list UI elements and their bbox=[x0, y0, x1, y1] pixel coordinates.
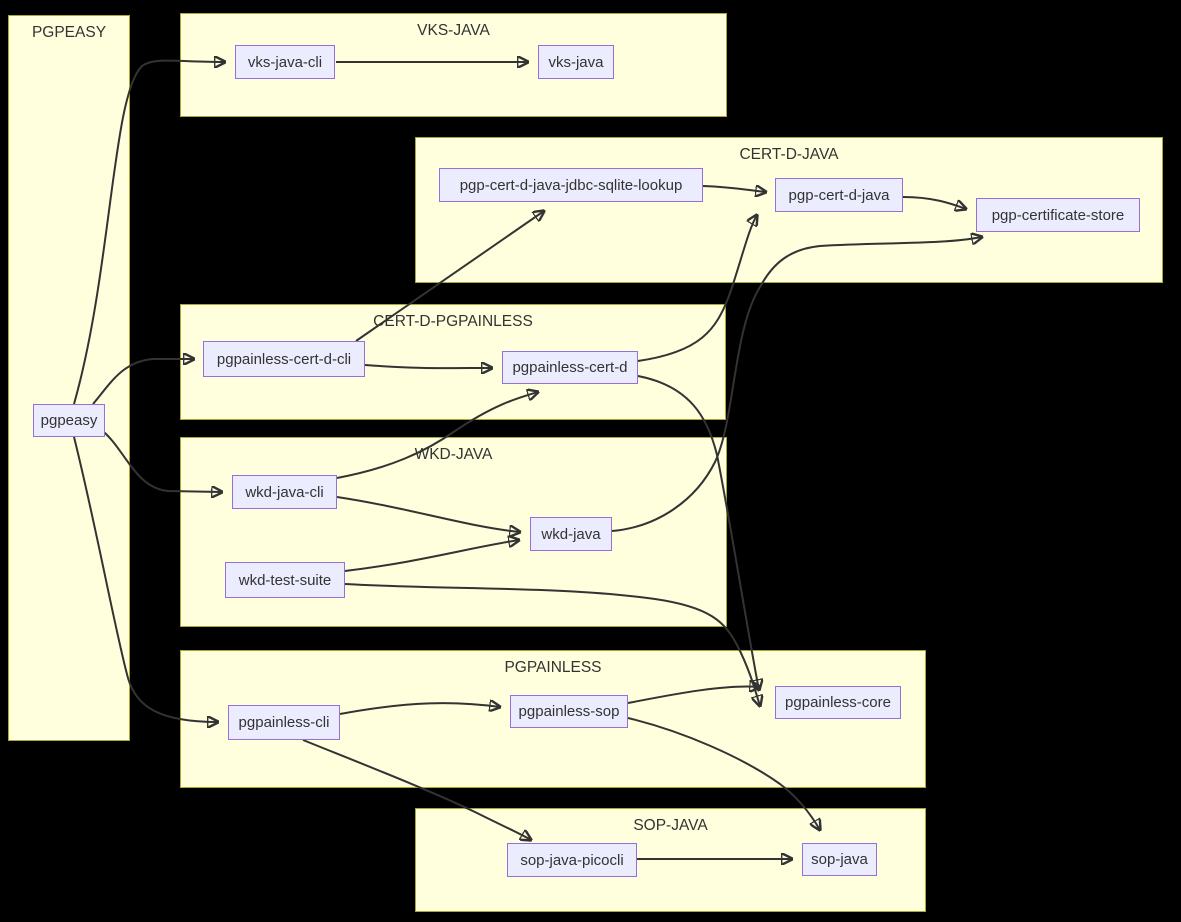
cluster-sop-java-title: SOP-JAVA bbox=[633, 817, 708, 834]
node-wkd-java: wkd-java bbox=[530, 517, 612, 551]
node-pgpainless-cli: pgpainless-cli bbox=[228, 705, 340, 740]
node-sop-java-picocli: sop-java-picocli bbox=[507, 843, 637, 877]
node-vks-java: vks-java bbox=[538, 45, 614, 79]
cluster-pgpainless-title: PGPAINLESS bbox=[504, 659, 602, 676]
node-pgpainless-cert-d: pgpainless-cert-d bbox=[502, 351, 638, 384]
cluster-pgpeasy-title: PGPEASY bbox=[31, 24, 107, 41]
cluster-pgpeasy: PGPEASY bbox=[8, 15, 130, 741]
node-pgpainless-core: pgpainless-core bbox=[775, 686, 901, 719]
node-pgp-certificate-store: pgp-certificate-store bbox=[976, 198, 1140, 232]
node-wkd-test-suite: wkd-test-suite bbox=[225, 562, 345, 598]
node-wkd-java-cli: wkd-java-cli bbox=[232, 475, 337, 509]
cluster-cert-d-pgpainless-title: CERT-D-PGPAINLESS bbox=[373, 313, 533, 330]
cluster-wkd-java: WKD-JAVA bbox=[180, 437, 727, 627]
node-vks-java-cli: vks-java-cli bbox=[235, 45, 335, 79]
cluster-wkd-java-title: WKD-JAVA bbox=[414, 446, 493, 463]
node-pgp-cert-d-java: pgp-cert-d-java bbox=[775, 178, 903, 212]
node-pgpainless-sop: pgpainless-sop bbox=[510, 695, 628, 728]
node-sop-java: sop-java bbox=[802, 843, 877, 876]
node-pgpeasy: pgpeasy bbox=[33, 404, 105, 437]
cluster-vks-java-title: VKS-JAVA bbox=[417, 22, 490, 39]
node-pgpainless-cert-d-cli: pgpainless-cert-d-cli bbox=[203, 341, 365, 377]
cluster-cert-d-java-title: CERT-D-JAVA bbox=[739, 146, 839, 163]
node-pgp-cert-d-java-jdbc-sqlite-lookup: pgp-cert-d-java-jdbc-sqlite-lookup bbox=[439, 168, 703, 202]
